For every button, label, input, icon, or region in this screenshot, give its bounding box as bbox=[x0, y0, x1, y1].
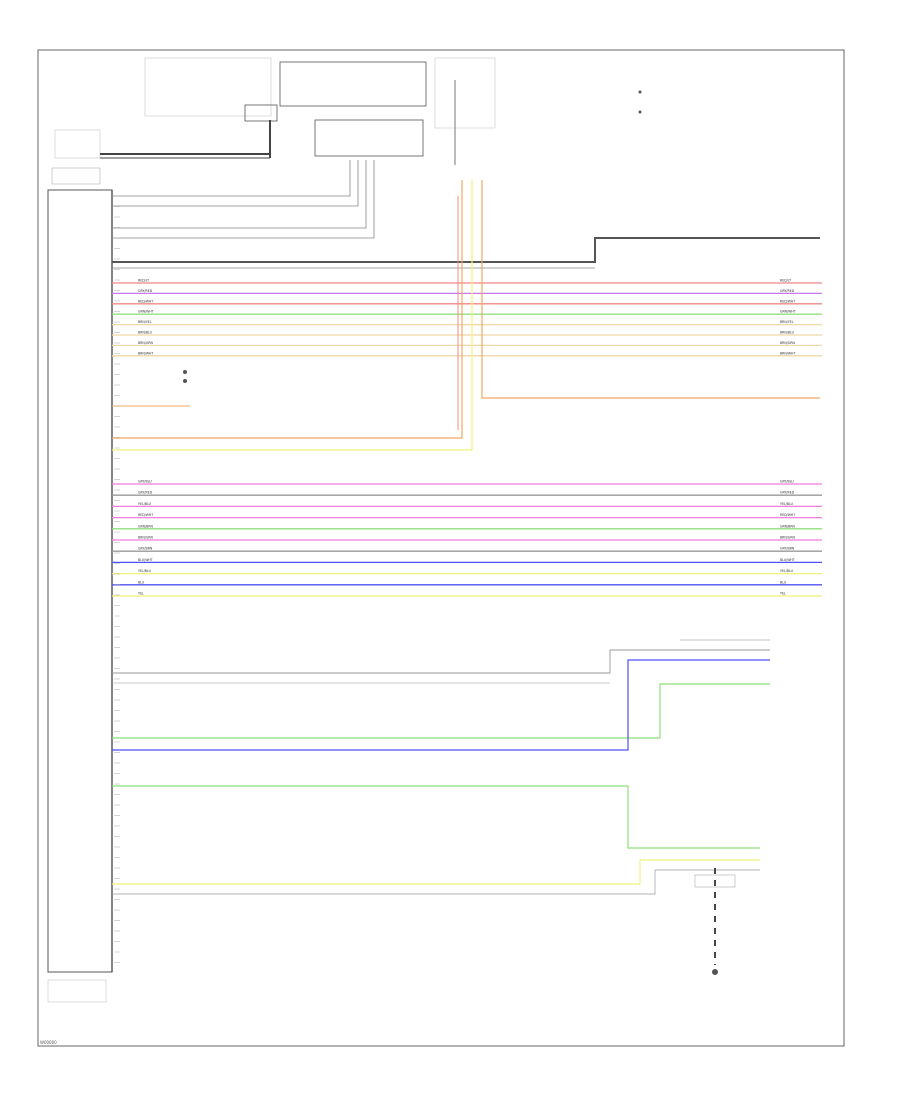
wire-color-label: BRN/GRN bbox=[138, 536, 154, 540]
wire-color-label-right: GRY/RED bbox=[780, 289, 795, 293]
sensor-ground bbox=[712, 969, 718, 975]
wire-color-label-right: RED/LT bbox=[780, 279, 791, 283]
main-ground-bus bbox=[112, 237, 820, 263]
wire-color-label-right: GRN/WHT bbox=[780, 310, 796, 314]
lower-circuits bbox=[112, 639, 770, 895]
wire-color-label-right: BRN/YEL bbox=[780, 320, 794, 324]
feed-orange-right bbox=[481, 180, 820, 399]
wire-color-label: GRY/BRN bbox=[138, 547, 153, 551]
wire-color-label: BRN/BLU bbox=[138, 331, 153, 335]
wire-color-label-right: GRY/RED bbox=[780, 491, 795, 495]
splice-2 bbox=[183, 379, 187, 383]
feed-orange bbox=[112, 180, 463, 439]
module-name-box bbox=[47, 979, 107, 1003]
wire-color-label-right: GRY/BRN bbox=[780, 547, 795, 551]
wire-color-label: BRN/GRN bbox=[138, 341, 154, 345]
fuse-block bbox=[434, 57, 496, 129]
module-pins bbox=[114, 195, 120, 963]
connector-c1 bbox=[244, 104, 278, 122]
top-component-b bbox=[279, 61, 427, 107]
connector-c2 bbox=[314, 119, 424, 157]
diagram-frame bbox=[37, 49, 845, 1047]
wire-color-label: GRY/BLU bbox=[138, 480, 152, 484]
splice-1 bbox=[183, 370, 187, 374]
wire-color-label: YEL bbox=[138, 592, 144, 596]
legend-dot-1 bbox=[638, 90, 642, 94]
wire-color-label: GRY/RED bbox=[138, 491, 153, 495]
wire-color-label: RED/WHT bbox=[138, 513, 153, 517]
wire-color-label-right: GRN/BRN bbox=[780, 524, 796, 528]
legend-dot-2 bbox=[638, 110, 642, 114]
wire-color-label: BRN/WHT bbox=[138, 351, 153, 355]
wire-color-label-right: BRN/GRN bbox=[780, 341, 796, 345]
wire-color-label: GRY/RED bbox=[138, 289, 153, 293]
harness-layer: RED/LT RED/LT GRY/RED GRY/RED RED/WHT RED/WHT… bbox=[112, 279, 822, 597]
wire-color-label-right: BRN/WHT bbox=[780, 351, 795, 355]
wire-color-label-right: BRN/GRN bbox=[780, 536, 796, 540]
wire-color-label-right: BRN/BLU bbox=[780, 331, 795, 335]
wire-color-label: YEL/BLU bbox=[138, 569, 152, 573]
top-component-a bbox=[144, 57, 272, 117]
wire-color-label-right: YEL/BLU bbox=[780, 502, 794, 506]
wire-color-label-right: RED/WHT bbox=[780, 299, 795, 303]
feed-yellow bbox=[112, 180, 473, 451]
wire-color-label: GRN/WHT bbox=[138, 310, 154, 314]
sensor-connector bbox=[694, 874, 736, 888]
wire-color-label: RED/LT bbox=[138, 279, 149, 283]
wire-color-label: YEL/BLU bbox=[138, 502, 152, 506]
wire-color-label-right: RED/WHT bbox=[780, 513, 795, 517]
footer-code: W00000 bbox=[40, 1040, 57, 1045]
wire-color-label-right: YEL bbox=[780, 592, 786, 596]
control-module-box bbox=[47, 189, 113, 973]
wire-color-label-right: BLU/WHT bbox=[780, 558, 795, 562]
wire-color-label: BLU/WHT bbox=[138, 558, 153, 562]
wire-color-label-right: YEL/BLU bbox=[780, 569, 794, 573]
wire-color-label-right: GRY/BLU bbox=[780, 480, 794, 484]
wire-color-label-right: BLU bbox=[780, 580, 787, 584]
module-label-box bbox=[51, 167, 101, 185]
top-signal-circuits bbox=[112, 160, 375, 239]
wire-color-label: RED/WHT bbox=[138, 299, 153, 303]
top-left-component bbox=[54, 129, 101, 159]
wire-color-label: BRN/YEL bbox=[138, 320, 152, 324]
wire-color-label: GRN/BRN bbox=[138, 524, 154, 528]
wire-color-label: BLU bbox=[138, 580, 145, 584]
